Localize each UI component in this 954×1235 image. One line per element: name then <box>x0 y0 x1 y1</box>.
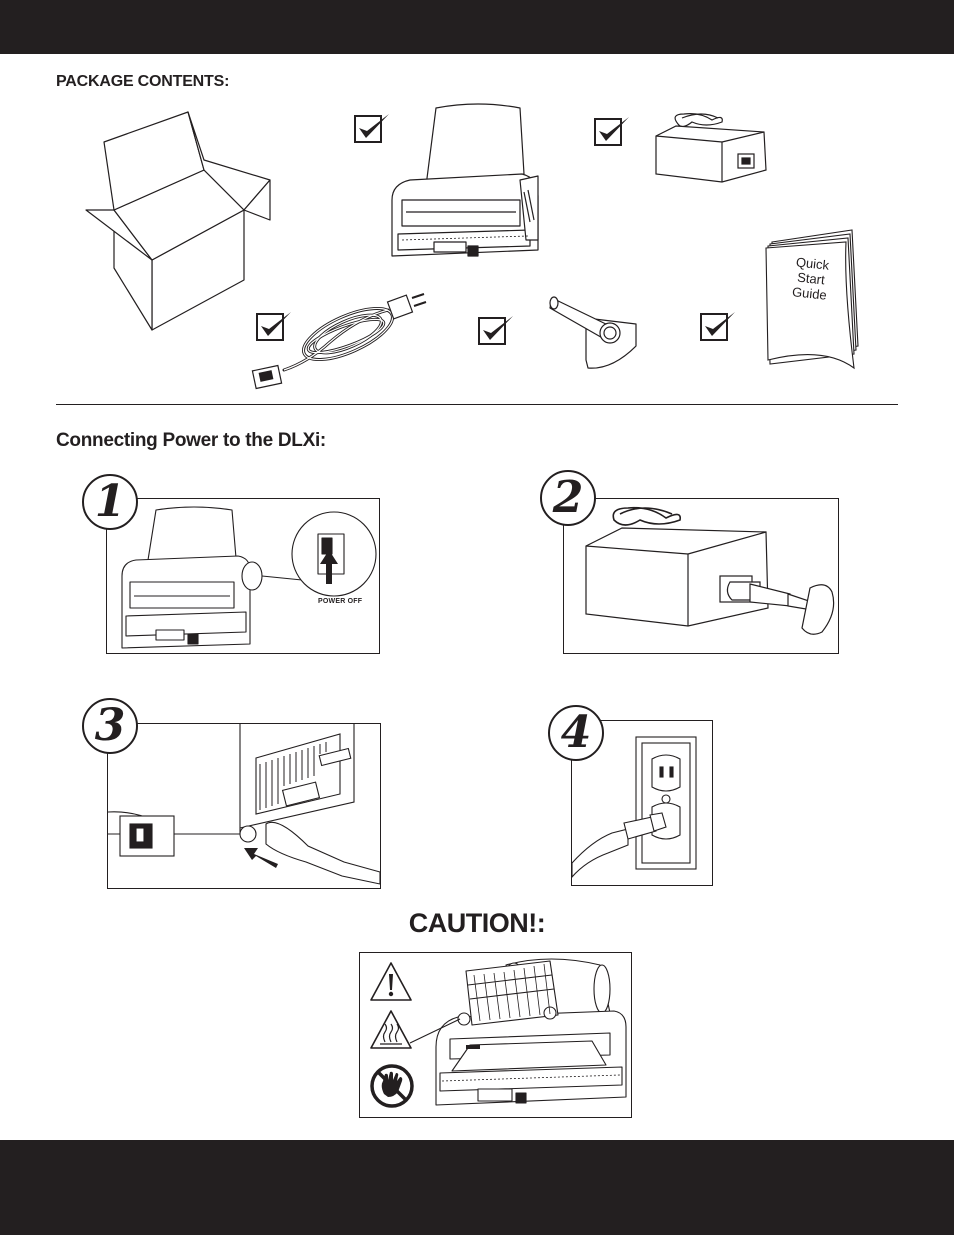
package-contents-title: PACKAGE CONTENTS: <box>56 73 230 90</box>
power-section-title: Connecting Power to the DLXi: <box>56 430 326 451</box>
printer-power-switch-icon <box>121 506 377 649</box>
power-cord-icon <box>251 293 427 390</box>
shipping-box-icon <box>85 111 271 331</box>
check-spindle-icon <box>478 316 513 345</box>
step-1-number: 1 <box>82 474 138 530</box>
step-4-number: 4 <box>548 705 604 761</box>
printer-rear-connector-icon <box>107 724 381 885</box>
no-touch-hand-icon <box>370 1064 414 1108</box>
quick-start-guide-icon <box>765 229 859 370</box>
check-printer-icon <box>354 114 389 143</box>
step-3-number: 3 <box>82 698 138 754</box>
spindle-icon <box>549 296 637 369</box>
open-printer-icon <box>409 958 627 1106</box>
warning-exclamation-icon <box>370 962 412 1001</box>
check-cord-icon <box>256 312 291 341</box>
section-divider <box>56 404 898 405</box>
step-2-number: 2 <box>540 470 596 526</box>
footer-bar <box>0 1140 954 1235</box>
power-adapter-icon <box>655 113 767 183</box>
check-adapter-icon <box>594 117 629 146</box>
quick-start-guide-text: Quick Start Guide <box>784 254 838 304</box>
wall-outlet-icon <box>571 736 697 879</box>
hot-surface-icon <box>370 1010 412 1049</box>
power-off-label: POWER OFF <box>318 598 363 605</box>
caution-title: CAUTION!: <box>408 908 546 938</box>
check-guide-icon <box>700 312 735 341</box>
label-printer-icon <box>391 103 539 257</box>
adapter-plug-icon <box>585 506 835 635</box>
header-bar <box>0 0 954 54</box>
